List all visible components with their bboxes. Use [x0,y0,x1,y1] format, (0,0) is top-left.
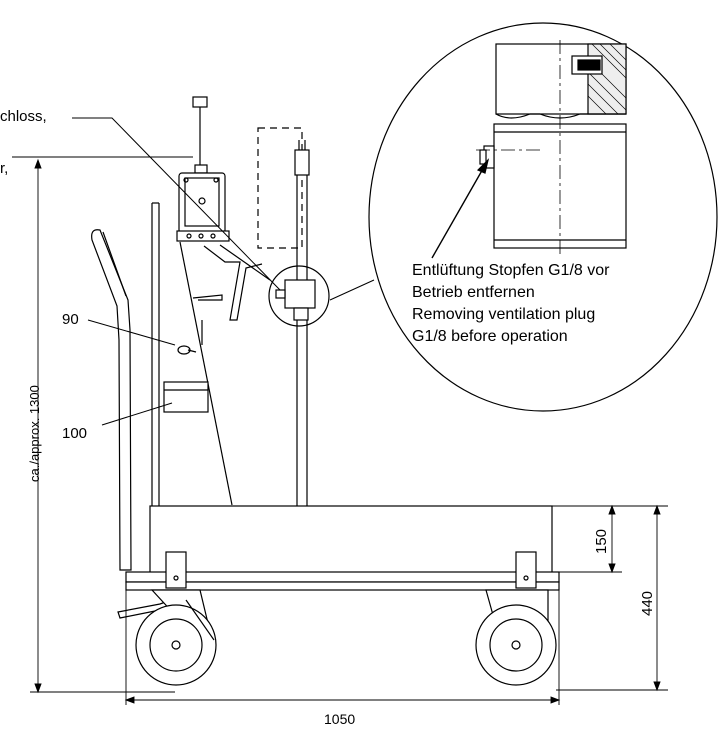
part-100-label: 100 [62,425,88,442]
dimension-width-label: 1050 [324,711,356,727]
right-caster [475,551,557,686]
hose-dashed [257,127,303,249]
detail-marker-circle [268,265,330,327]
push-handle [91,229,132,571]
tray [149,505,553,581]
dimension-tray-height [552,504,622,574]
dimension-height-total [30,158,175,694]
pipe [275,140,316,506]
part-90-label: 90 [62,311,79,328]
cut-label-2: r, [0,160,9,177]
leader-lines [12,117,375,426]
pump-unit [176,96,271,345]
detail-note-line-2: Betrieb entfernen [412,284,535,301]
part-90-symbol [177,345,197,355]
dimension-frame-height [552,504,668,692]
detail-note-line-1: Entlüftung Stopfen G1/8 vor [412,262,610,279]
dimension-tray-height-label: 150 [593,528,610,554]
dimension-frame-height-label: 440 [639,590,656,616]
diagonal-brace [179,241,233,506]
detail-note-line-4: G1/8 before operation [412,328,568,345]
cut-label-1: chloss, [0,108,47,125]
detail-note-line-3: Removing ventilation plug [412,306,596,323]
dimension-height-label: ca./approx. 1300 [27,385,42,482]
dimension-width [124,590,561,705]
detail-view [368,22,718,412]
part-100-box [163,381,209,413]
left-caster [135,551,217,686]
